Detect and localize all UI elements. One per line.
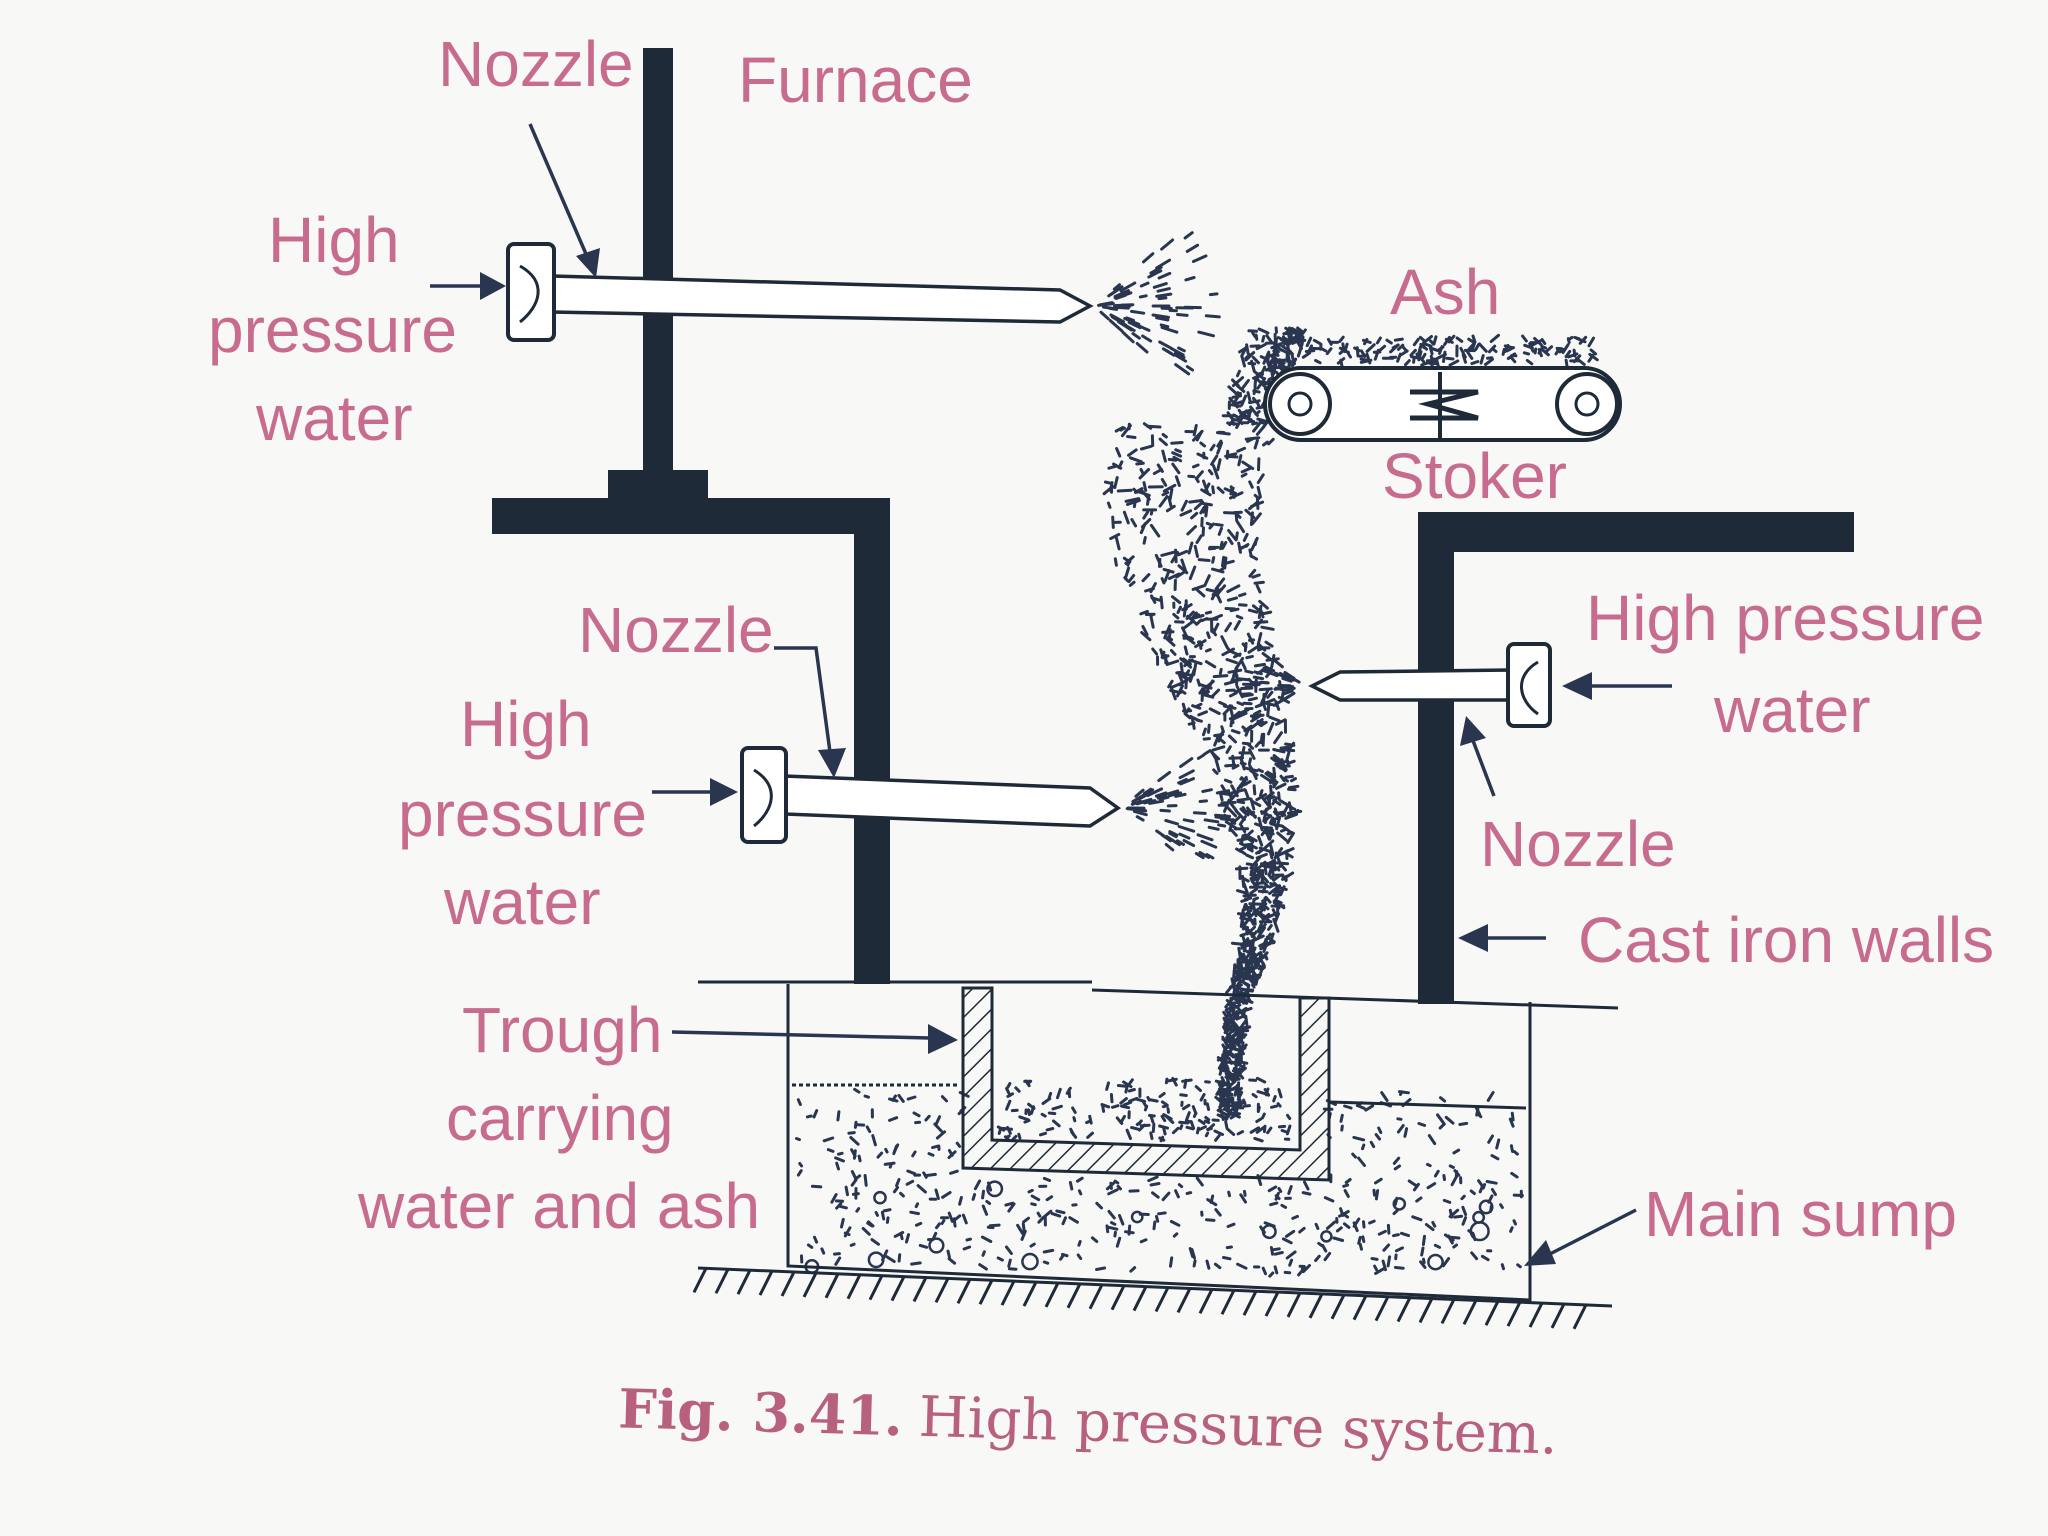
furnace-post xyxy=(643,48,673,476)
trough-channel xyxy=(961,986,1331,1182)
caption-text: High pressure system. xyxy=(918,1385,1559,1468)
label-cast-iron-walls: Cast iron walls xyxy=(1578,904,1994,976)
floor-line-right xyxy=(1091,988,1619,1010)
right-cast-iron-wall xyxy=(1418,512,1454,1004)
label-nozzle-mid: Nozzle xyxy=(578,594,774,666)
label-furnace: Furnace xyxy=(738,44,973,116)
left-cast-iron-wall xyxy=(854,498,890,984)
label-hpw-mid-1: High xyxy=(460,688,592,760)
sump-water-level-right xyxy=(1329,1100,1527,1110)
ground-hatching xyxy=(692,1267,1588,1330)
water-sprays xyxy=(1097,231,1301,860)
right-nozzle-pipe xyxy=(1308,642,1552,728)
label-hpw-right-2: water xyxy=(1713,674,1871,746)
label-ash: Ash xyxy=(1390,256,1500,328)
figure-caption: Fig. 3.41. High pressure system. xyxy=(618,1376,1559,1467)
label-hpw-top-2: pressure xyxy=(208,294,457,366)
label-hpw-top-1: High xyxy=(268,204,400,276)
stoker-ash-layer xyxy=(1264,333,1599,370)
stoker-conveyor xyxy=(1263,366,1622,442)
ground-line xyxy=(697,1266,1613,1308)
label-nozzle-top: Nozzle xyxy=(438,28,634,100)
trough-ash-deposit xyxy=(996,1076,1292,1143)
label-stoker: Stoker xyxy=(1382,440,1567,512)
falling-ash-stream xyxy=(1102,326,1307,1121)
label-hpw-mid-3: water xyxy=(443,866,601,938)
label-nozzle-right: Nozzle xyxy=(1480,808,1676,880)
label-main-sump: Main sump xyxy=(1644,1178,1957,1250)
right-wall-top xyxy=(1418,512,1854,552)
main-sump xyxy=(786,984,1532,1302)
label-trough-3: water and ash xyxy=(357,1170,760,1242)
arrows xyxy=(430,123,1672,1266)
label-hpw-mid-2: pressure xyxy=(398,778,647,850)
svg-text:Fig. 3.41. High pressure: Fig. 3.41. High pressure system. xyxy=(618,1376,1559,1467)
sump-water-ash-mixture xyxy=(795,1087,1524,1278)
middle-nozzle-pipe xyxy=(740,746,1122,844)
caption-number: Fig. 3.41. xyxy=(618,1376,904,1448)
label-trough-2: carrying xyxy=(446,1082,674,1154)
label-hpw-right-1: High pressure xyxy=(1586,582,1984,654)
label-trough-1: Trough xyxy=(462,994,662,1066)
top-nozzle-pipe xyxy=(506,242,1094,342)
label-hpw-top-3: water xyxy=(255,382,413,454)
left-wall-top xyxy=(492,498,890,534)
